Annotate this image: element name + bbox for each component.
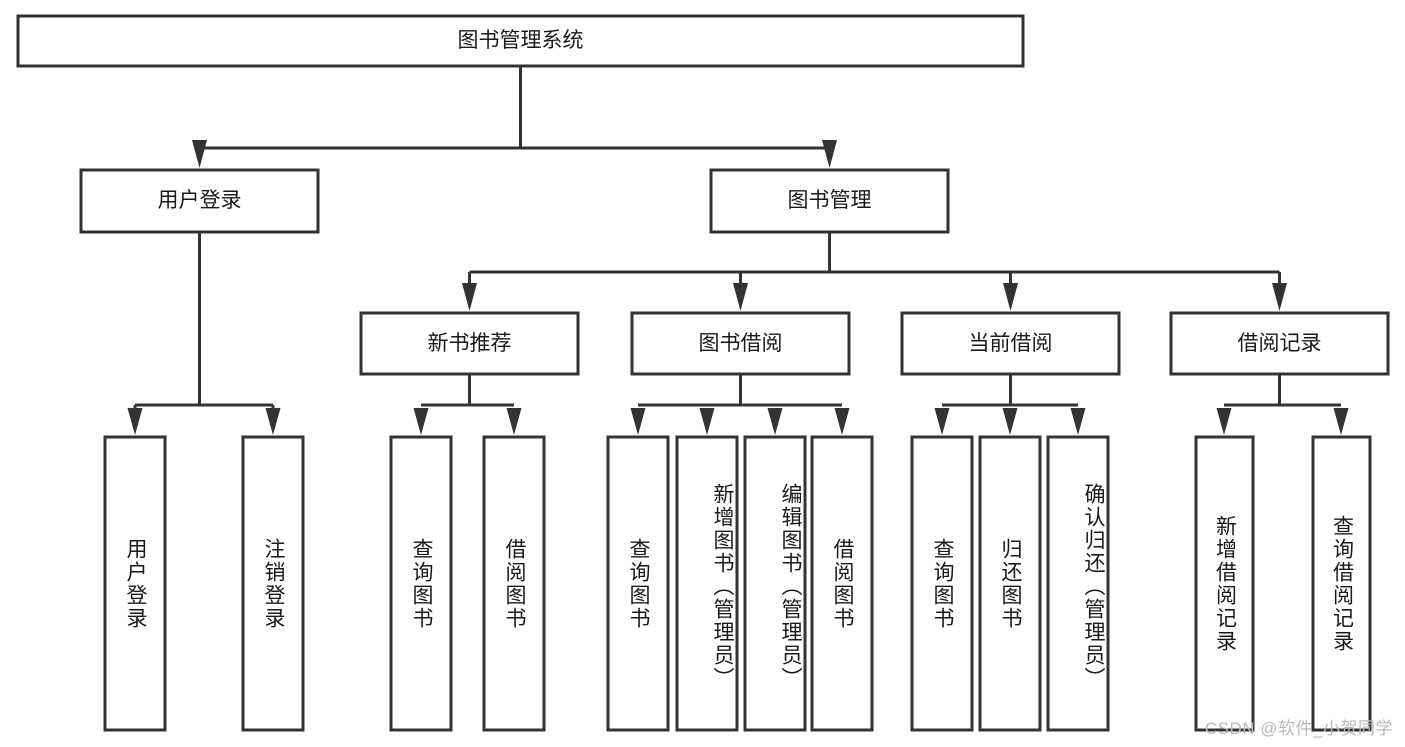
arrow-head-borrow-record <box>1272 283 1287 311</box>
arrow-head-book-manage <box>822 140 837 168</box>
node-box-user-login[interactable] <box>79 168 320 234</box>
node-box-leaf-query-book-rec[interactable] <box>389 435 453 732</box>
arrow-head-leaf-return-book <box>1002 408 1018 435</box>
node-box-leaf-edit-book[interactable] <box>743 435 807 732</box>
arrow-head-leaf-user-logout <box>265 408 281 435</box>
arrow-head-leaf-borrow-book-rec <box>506 408 522 435</box>
node-box-leaf-query-book[interactable] <box>606 435 670 732</box>
arrow-head-leaf-borrow-book <box>834 408 850 435</box>
arrow-head-current-borrow <box>1003 283 1018 311</box>
arrow-head-leaf-query-record <box>1333 408 1349 435</box>
node-box-borrow-record[interactable] <box>1169 311 1390 376</box>
node-box-leaf-add-book[interactable] <box>675 435 739 732</box>
csdn-watermark: CSDN @软件_小贺同学 <box>1204 719 1393 738</box>
node-box-leaf-user-login[interactable] <box>103 435 167 732</box>
node-box-leaf-confirm-return[interactable] <box>1046 435 1110 732</box>
arrow-head-user-login <box>192 140 207 168</box>
arrow-head-leaf-edit-book <box>767 408 783 435</box>
node-box-leaf-query-book-cur[interactable] <box>910 435 974 732</box>
node-box-leaf-borrow-book-rec[interactable] <box>482 435 546 732</box>
node-box-leaf-add-record[interactable] <box>1194 435 1255 732</box>
arrow-head-leaf-query-book <box>630 408 646 435</box>
arrow-head-leaf-add-record <box>1216 408 1232 435</box>
node-box-root[interactable] <box>16 14 1025 68</box>
arrow-head-leaf-add-book <box>699 408 715 435</box>
node-box-leaf-borrow-book[interactable] <box>810 435 874 732</box>
arrow-head-new-book-rec <box>462 283 477 311</box>
node-box-leaf-return-book[interactable] <box>978 435 1042 732</box>
node-box-leaf-query-record[interactable] <box>1311 435 1372 732</box>
node-box-new-book-rec[interactable] <box>359 311 580 376</box>
arrow-head-leaf-query-book-cur <box>934 408 950 435</box>
arrow-head-leaf-query-book-rec <box>413 408 429 435</box>
node-box-leaf-user-logout[interactable] <box>241 435 305 732</box>
node-box-book-manage[interactable] <box>709 168 950 234</box>
node-box-book-borrow[interactable] <box>630 311 851 376</box>
arrow-head-leaf-confirm-return <box>1070 408 1086 435</box>
arrow-head-leaf-user-login <box>127 408 143 435</box>
box-layer <box>16 14 1390 732</box>
node-box-current-borrow[interactable] <box>900 311 1121 376</box>
arrow-head-book-borrow <box>733 283 748 311</box>
connector-layer <box>127 66 1349 435</box>
